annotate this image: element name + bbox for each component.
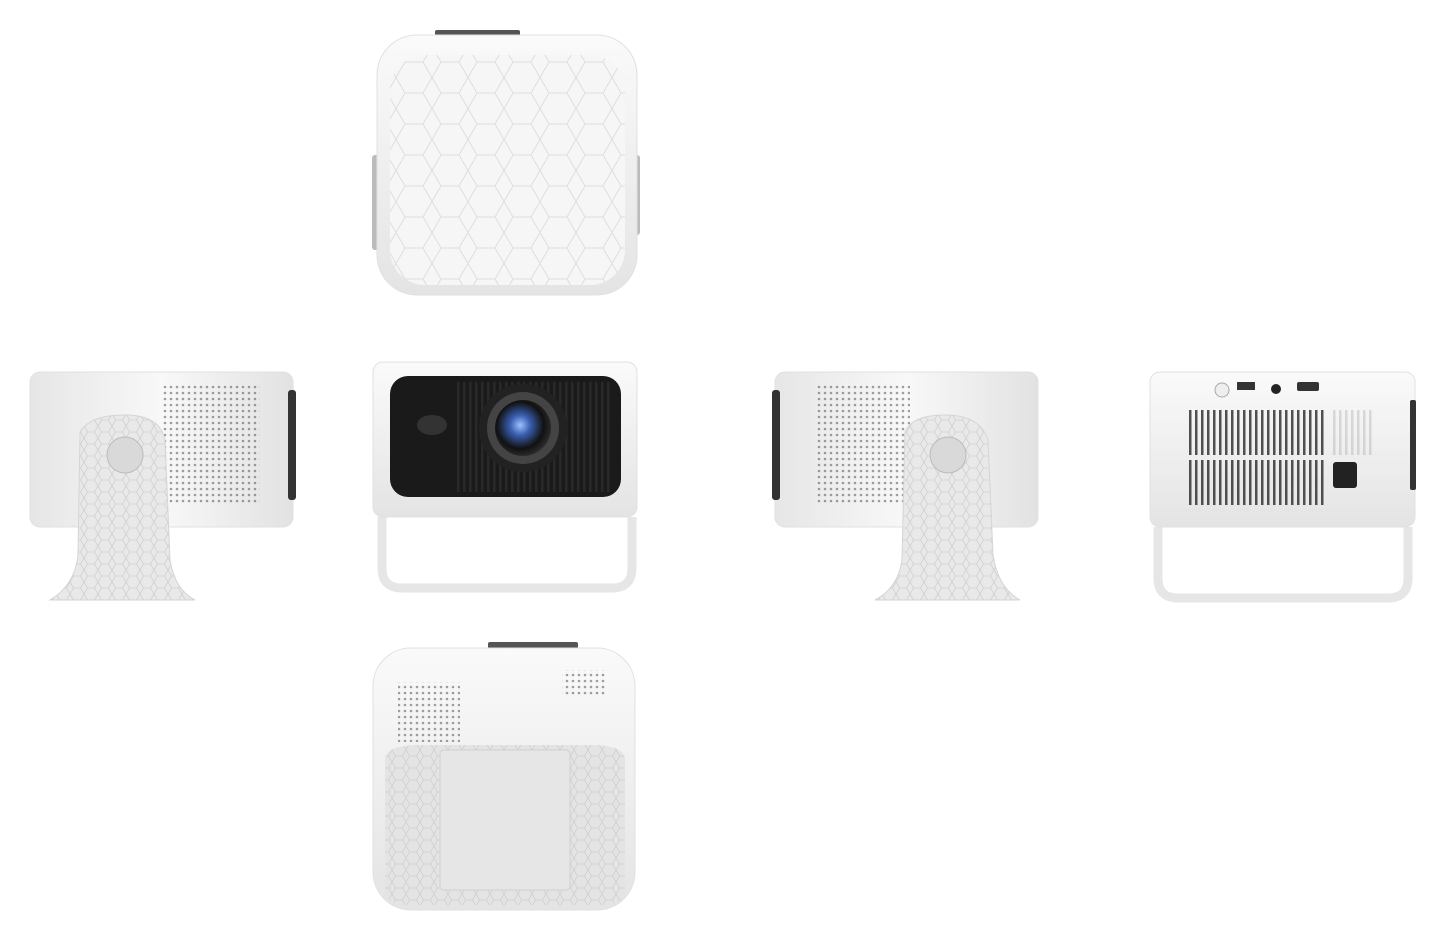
- stand: [50, 415, 195, 600]
- ir-sensor: [417, 415, 447, 435]
- bottom-vent: [398, 682, 460, 742]
- power-socket-icon: [1333, 462, 1357, 488]
- usb-port-icon: [1237, 382, 1255, 390]
- top-view: [372, 30, 640, 296]
- front-view: [372, 361, 638, 593]
- audio-jack-icon: [1271, 384, 1281, 394]
- bottom-view: [372, 642, 636, 911]
- focus-knob-icon: [929, 436, 967, 474]
- focus-knob-icon: [106, 436, 144, 474]
- hexagon-pattern: [390, 55, 625, 285]
- carry-handle: [1153, 527, 1413, 603]
- speaker-grille: [815, 385, 910, 505]
- back-view: [1149, 371, 1416, 603]
- speaker-grille: [162, 385, 260, 505]
- hdmi-port-icon: [1297, 382, 1319, 391]
- carry-handle: [377, 517, 637, 593]
- stand: [875, 415, 1020, 600]
- rear-vent: [1186, 410, 1326, 455]
- lens-icon: [495, 400, 551, 456]
- power-button: [1214, 382, 1230, 398]
- left-side-view: [29, 371, 296, 601]
- right-side-view: [772, 371, 1039, 601]
